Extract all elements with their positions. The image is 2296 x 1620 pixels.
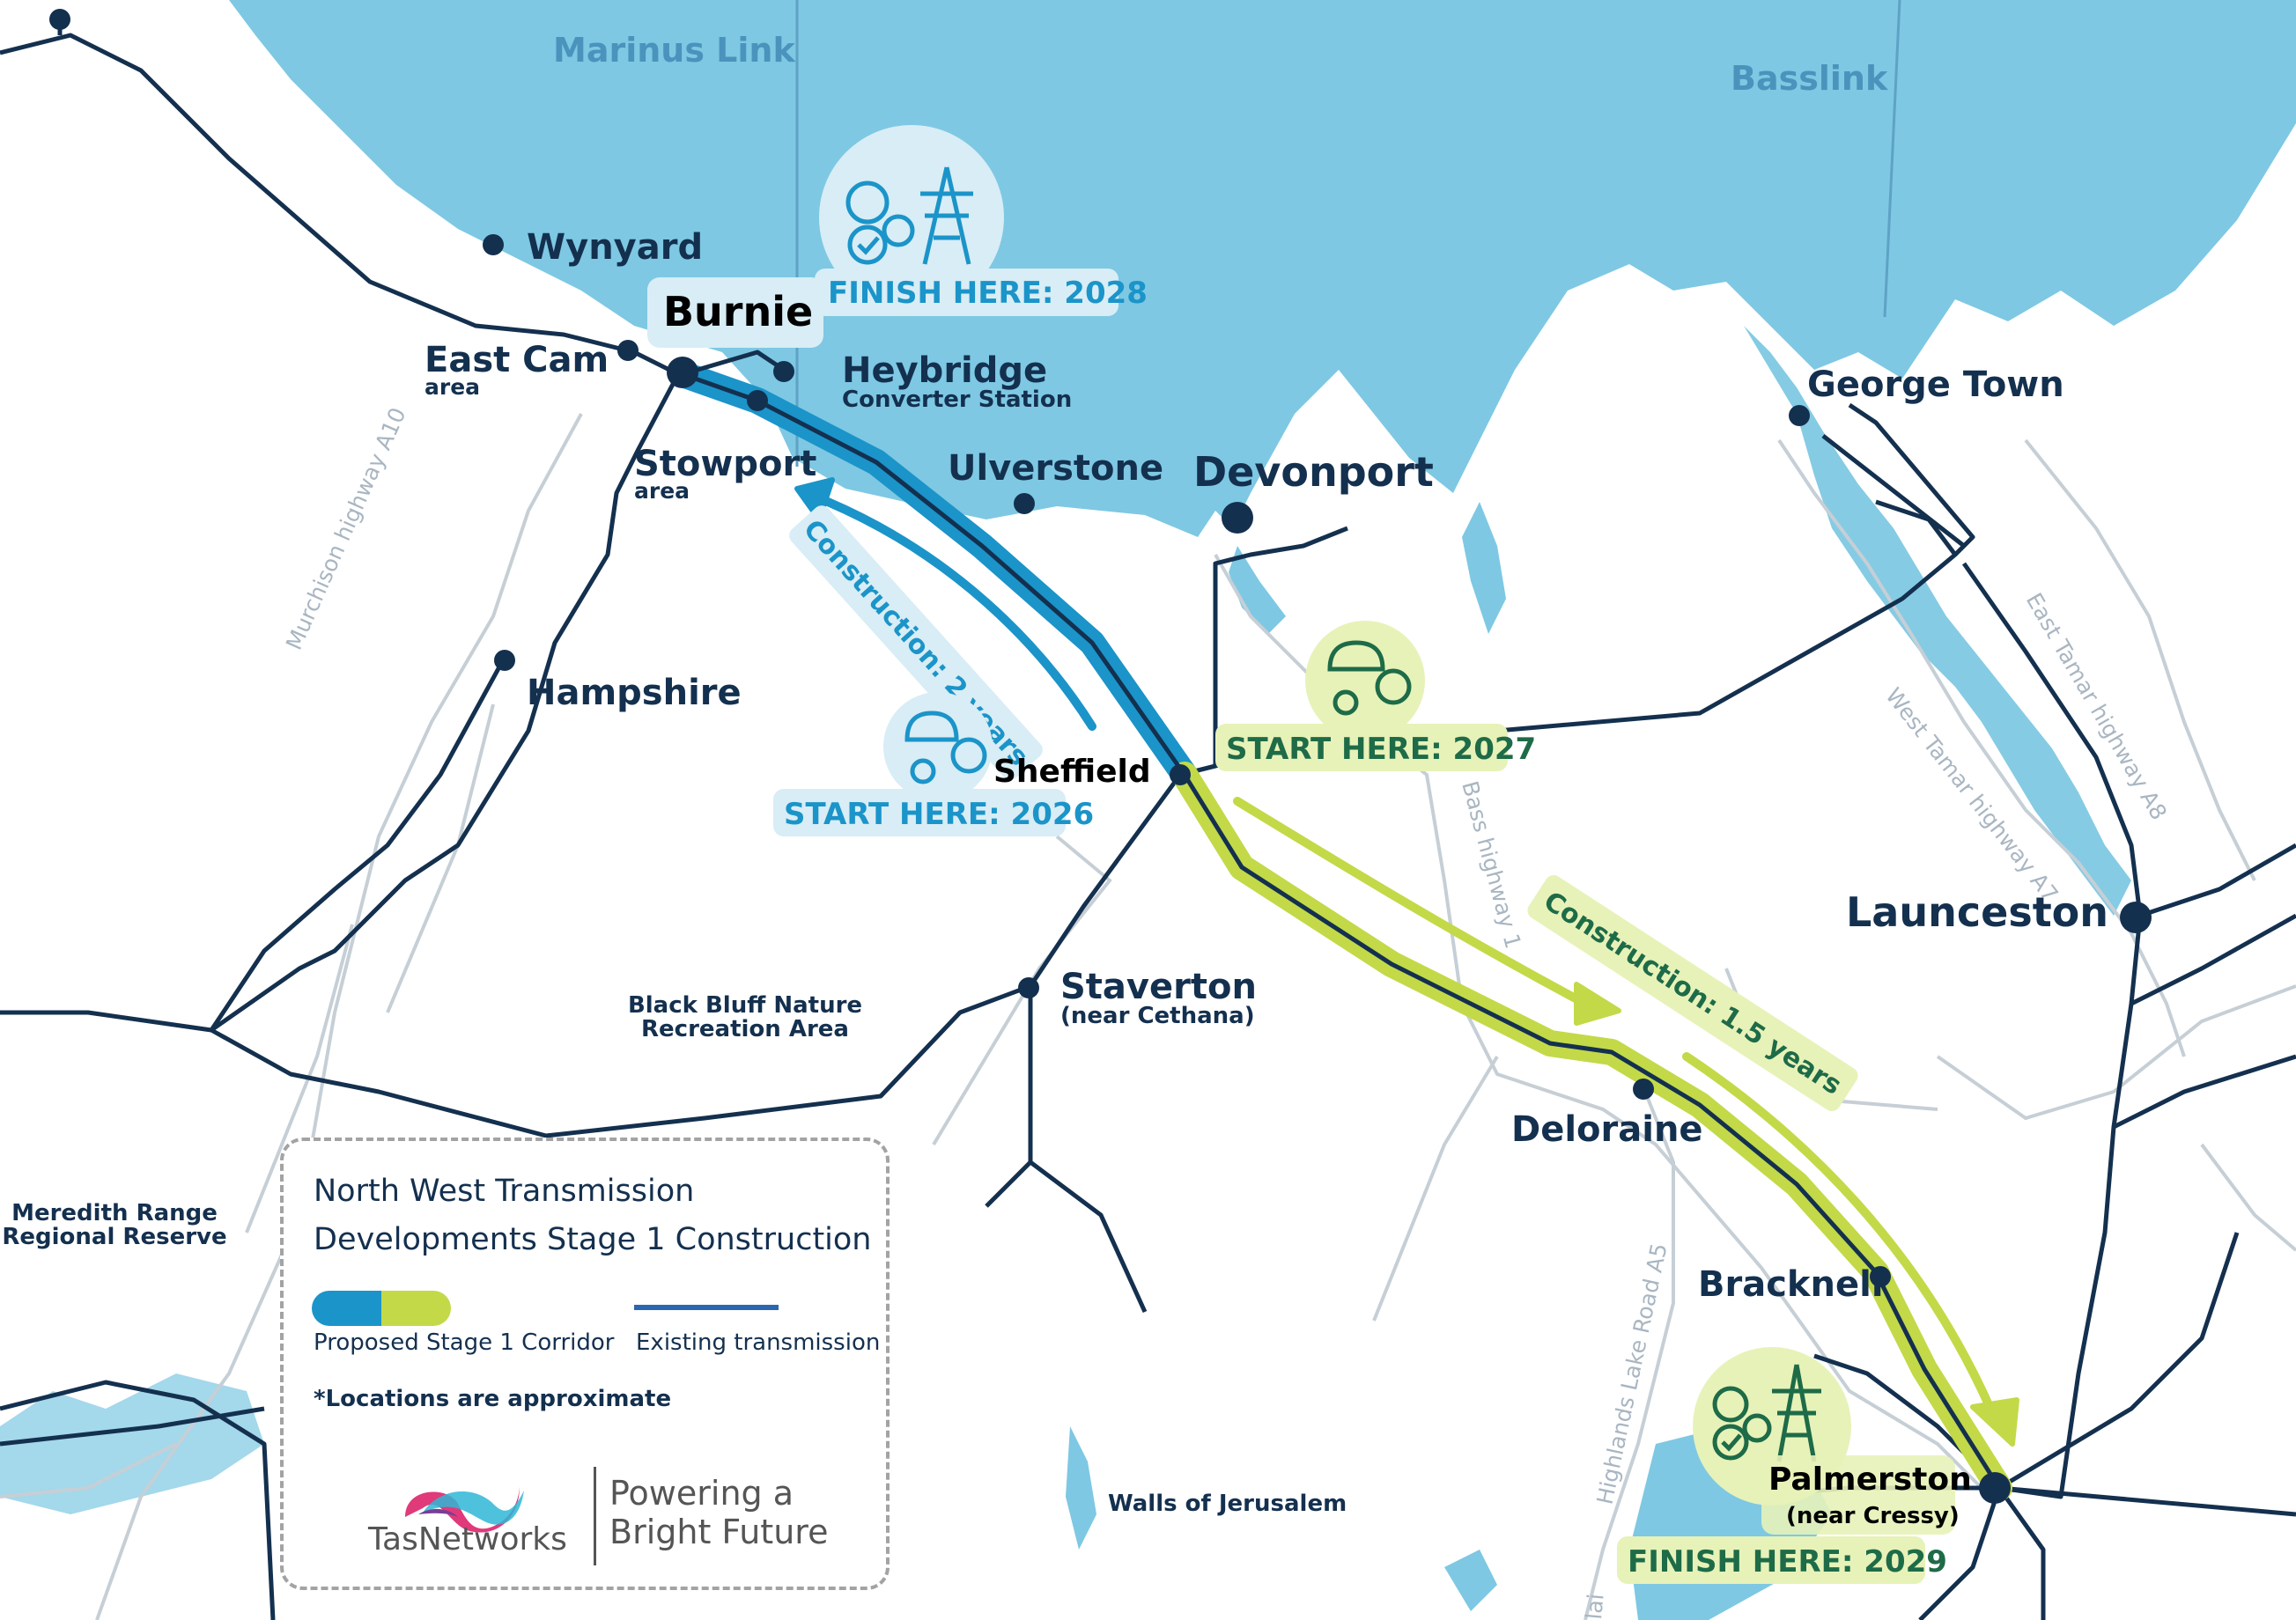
label-staverton: Staverton bbox=[1060, 967, 1257, 1007]
legend-title-line2: Developments Stage 1 Construction bbox=[314, 1222, 872, 1257]
label-walls-of-jerusalem: Walls of Jerusalem bbox=[1108, 1491, 1347, 1517]
label-stowport: Stowport bbox=[634, 444, 816, 484]
milestone-start-2027: START HERE: 2027 bbox=[1215, 724, 1536, 771]
arrow-green-2-head bbox=[1970, 1397, 2019, 1447]
sea-cables bbox=[795, 0, 1901, 467]
label-black-bluff-1: Black Bluff Nature bbox=[628, 992, 862, 1019]
start-2027-icon-group bbox=[1305, 621, 1425, 740]
tagline-line1: Powering a bbox=[609, 1474, 794, 1513]
arrow-green-1-head bbox=[1574, 982, 1621, 1026]
pylon-icon bbox=[920, 166, 973, 265]
pylon-icon bbox=[1772, 1364, 1821, 1462]
arrow-green-1 bbox=[1233, 797, 1590, 1008]
label-palmerston: Palmerston bbox=[1768, 1462, 1972, 1498]
label-heybridge-sub: Converter Station bbox=[842, 387, 1072, 413]
existing-legend-label: Existing transmission bbox=[636, 1329, 881, 1356]
corridor-legend-label: Proposed Stage 1 Corridor bbox=[314, 1329, 615, 1356]
burnie-label-bg bbox=[647, 277, 823, 348]
label-ulverstone: Ulverstone bbox=[948, 448, 1163, 489]
gears-check-icon bbox=[1712, 1386, 1772, 1461]
label-burnie: Burnie bbox=[663, 288, 813, 335]
milestone-start-2026: START HERE: 2026 bbox=[773, 789, 1094, 836]
label-highway-cut-off: lai bbox=[1581, 1593, 1608, 1620]
arrow-green-2 bbox=[1682, 1052, 1995, 1413]
legend-title-line1: North West Transmission bbox=[314, 1174, 695, 1209]
tagline-line2: Bright Future bbox=[609, 1513, 829, 1551]
svg-text:FINISH HERE: 2029: FINISH HERE: 2029 bbox=[1628, 1544, 1947, 1580]
corridor-swatch bbox=[312, 1291, 451, 1326]
proposed-corridor bbox=[669, 350, 2012, 1501]
tasnetworks-logo-icon bbox=[405, 1486, 524, 1533]
arrow-blue bbox=[823, 497, 1096, 731]
label-palmerston-sub: (near Cressy) bbox=[1786, 1503, 1960, 1529]
svg-text:START HERE: 2027: START HERE: 2027 bbox=[1226, 732, 1536, 767]
svg-text:START HERE: 2026: START HERE: 2026 bbox=[784, 797, 1094, 832]
label-basslink: Basslink bbox=[1731, 59, 1888, 98]
logo-divider bbox=[594, 1467, 596, 1565]
label-black-bluff-2: Recreation Area bbox=[641, 1016, 849, 1042]
milestone-finish-2028: FINISH HERE: 2028 bbox=[815, 269, 1148, 316]
label-sheffield: Sheffield bbox=[993, 754, 1151, 790]
map-legend: North West Transmission Developments Sta… bbox=[280, 1138, 890, 1590]
label-heybridge: Heybridge bbox=[842, 350, 1047, 391]
hardhat-gear-icon bbox=[904, 711, 987, 784]
label-devonport: Devonport bbox=[1193, 448, 1434, 496]
label-launceston: Launceston bbox=[1846, 888, 2108, 936]
arrow-blue-head bbox=[794, 477, 835, 522]
finish-2028-icon-group bbox=[819, 125, 1004, 310]
label-meredith-1: Meredith Range bbox=[11, 1200, 218, 1226]
hardhat-gear-icon bbox=[1327, 640, 1412, 716]
palmerston-label-bg bbox=[1761, 1455, 1955, 1535]
svg-text:FINISH HERE: 2028: FINISH HERE: 2028 bbox=[828, 276, 1148, 311]
label-hampshire: Hampshire bbox=[527, 673, 742, 713]
tasnetworks-brand: TasNetworks bbox=[368, 1521, 567, 1557]
label-deloraine: Deloraine bbox=[1511, 1109, 1703, 1150]
label-marinus-link: Marinus Link bbox=[553, 31, 795, 70]
label-east-cam-sub: area bbox=[425, 374, 480, 400]
label-stowport-sub: area bbox=[634, 478, 690, 504]
label-bass-highway: Bass highway 1 bbox=[1457, 778, 1526, 951]
approximate-note: *Locations are approximate bbox=[314, 1386, 672, 1412]
location-dots bbox=[49, 9, 2152, 1504]
label-wynyard: Wynyard bbox=[527, 227, 703, 268]
label-meredith-2: Regional Reserve bbox=[2, 1224, 226, 1250]
label-east-cam: East Cam bbox=[425, 340, 609, 380]
legend-title: North West Transmission Developments Sta… bbox=[314, 1167, 877, 1264]
start-2026-icon-group bbox=[883, 692, 993, 801]
existing-transmission-swatch bbox=[634, 1305, 779, 1310]
label-staverton-sub: (near Cethana) bbox=[1060, 1003, 1255, 1029]
construction-arrows bbox=[794, 477, 2019, 1447]
label-murchison-highway: Murchison highway A10 bbox=[281, 404, 411, 654]
label-bracknell: Bracknell bbox=[1698, 1264, 1884, 1305]
label-george-town: George Town bbox=[1807, 364, 2064, 405]
gears-check-icon bbox=[845, 180, 915, 265]
milestone-finish-2029: FINISH HERE: 2029 bbox=[1617, 1536, 1947, 1584]
